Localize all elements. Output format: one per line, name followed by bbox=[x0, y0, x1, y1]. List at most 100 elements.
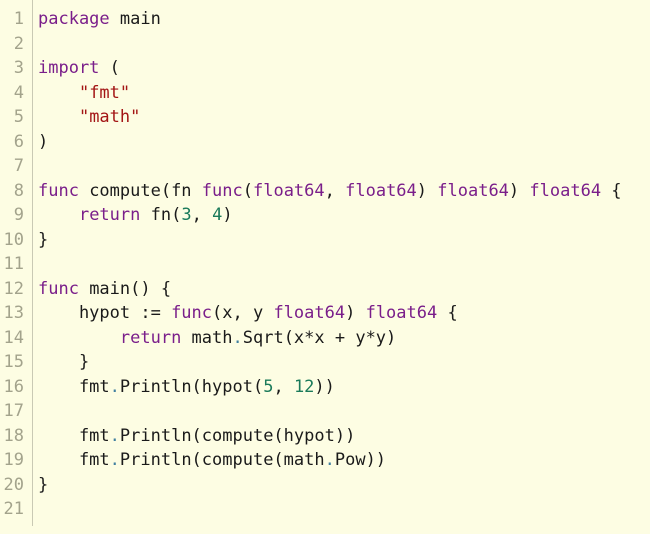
line-number: 5 bbox=[13, 107, 24, 127]
code-token: . bbox=[109, 376, 120, 397]
code-token: . bbox=[324, 450, 335, 470]
line-code: } bbox=[38, 350, 89, 375]
code-line[interactable]: 9 return fn(3, 4) bbox=[0, 203, 650, 228]
code-token: . bbox=[232, 327, 243, 348]
code-token: } bbox=[38, 474, 49, 495]
line-number: 14 bbox=[3, 327, 24, 348]
line-number: 3 bbox=[13, 58, 24, 78]
code-token: float64 bbox=[273, 303, 346, 323]
code-line[interactable]: 21 bbox=[0, 497, 650, 522]
code-token: Println(compute(math bbox=[119, 450, 325, 470]
code-token: float64 bbox=[437, 180, 509, 201]
code-token: Println(hypot( bbox=[119, 376, 264, 397]
code-token: (x, y bbox=[212, 303, 274, 323]
code-token: func bbox=[38, 180, 79, 201]
code-line[interactable]: 1 package main bbox=[0, 7, 650, 32]
gutter-divider bbox=[32, 0, 33, 526]
line-code: return fn(3, 4) bbox=[38, 203, 233, 228]
code-token: . bbox=[109, 425, 120, 446]
code-token: main() { bbox=[78, 278, 172, 299]
code-token: Pow)) bbox=[334, 450, 387, 470]
line-code: fmt.Println(hypot(5, 12)) bbox=[38, 375, 335, 400]
code-token: ( bbox=[242, 180, 253, 201]
line-number: 9 bbox=[13, 205, 24, 225]
code-token: import bbox=[38, 58, 100, 78]
code-token: , bbox=[191, 205, 213, 225]
code-token: { bbox=[437, 303, 458, 323]
code-token: 3 bbox=[181, 205, 192, 225]
line-code: } bbox=[38, 473, 48, 498]
code-line[interactable]: 2 bbox=[0, 32, 650, 57]
code-line[interactable]: 11 bbox=[0, 252, 650, 277]
code-line[interactable]: 14 return math.Sqrt(x*x + y*y) bbox=[0, 326, 650, 351]
code-token: float64 bbox=[345, 180, 417, 201]
code-token bbox=[38, 205, 79, 225]
code-token: ) bbox=[416, 180, 438, 201]
code-token: . bbox=[109, 450, 120, 470]
code-token: fn( bbox=[140, 205, 182, 225]
code-token: , bbox=[273, 376, 294, 397]
line-code: package main bbox=[38, 7, 161, 32]
code-token: Sqrt(x*x + y*y) bbox=[242, 327, 397, 348]
code-token: compute(fn bbox=[78, 180, 202, 201]
code-line[interactable]: 16 fmt.Println(hypot(5, 12)) bbox=[0, 375, 650, 400]
code-token: float64 bbox=[529, 180, 602, 201]
code-token: fmt bbox=[38, 376, 110, 397]
code-line[interactable]: 13 hypot := func(x, y float64) float64 { bbox=[0, 301, 650, 326]
line-number: 19 bbox=[3, 450, 24, 470]
code-token: 5 bbox=[263, 376, 274, 397]
line-code: hypot := func(x, y float64) float64 { bbox=[38, 301, 458, 326]
line-code: import ( bbox=[38, 56, 120, 81]
code-line[interactable]: 17 bbox=[0, 399, 650, 424]
code-token: "math" bbox=[78, 107, 141, 127]
code-line[interactable]: 7 bbox=[0, 154, 650, 179]
code-line[interactable]: 10} bbox=[0, 228, 650, 253]
line-number: 7 bbox=[13, 156, 24, 176]
code-token: func bbox=[38, 278, 79, 299]
line-number: 18 bbox=[3, 425, 24, 446]
code-token: package bbox=[38, 9, 110, 29]
line-code: "fmt" bbox=[38, 81, 130, 106]
code-line[interactable]: 20} bbox=[0, 473, 650, 498]
code-token: float64 bbox=[365, 303, 438, 323]
line-code: ) bbox=[38, 130, 48, 155]
code-line[interactable]: 3 import ( bbox=[0, 56, 650, 81]
line-number: 1 bbox=[13, 9, 24, 29]
code-line[interactable]: 19 fmt.Println(compute(math.Pow)) bbox=[0, 448, 650, 473]
line-number: 17 bbox=[3, 401, 24, 421]
line-number: 20 bbox=[3, 474, 24, 495]
code-token bbox=[38, 83, 79, 103]
code-token: ) bbox=[222, 205, 233, 225]
code-token: ) bbox=[38, 131, 49, 152]
code-line[interactable]: 4 "fmt" bbox=[0, 81, 650, 106]
line-code: func main() { bbox=[38, 277, 171, 302]
code-line[interactable]: 18 fmt.Println(compute(hypot)) bbox=[0, 424, 650, 449]
code-token: func bbox=[171, 303, 213, 323]
code-token: } bbox=[38, 352, 90, 372]
line-number: 13 bbox=[3, 303, 24, 323]
code-token: hypot := bbox=[38, 303, 172, 323]
code-token: return bbox=[78, 205, 141, 225]
code-token: return bbox=[119, 327, 182, 348]
code-token bbox=[38, 328, 120, 348]
line-code: fmt.Println(compute(math.Pow)) bbox=[38, 448, 386, 473]
line-number: 10 bbox=[3, 229, 24, 250]
line-number: 15 bbox=[3, 352, 24, 372]
code-token: ) bbox=[508, 180, 530, 201]
line-number: 11 bbox=[3, 254, 24, 274]
code-token: , bbox=[324, 180, 346, 201]
line-code: func compute(fn func(float64, float64) f… bbox=[38, 179, 622, 204]
line-number: 16 bbox=[3, 376, 24, 397]
code-line[interactable]: 15 } bbox=[0, 350, 650, 375]
line-code: fmt.Println(compute(hypot)) bbox=[38, 424, 355, 449]
code-line[interactable]: 6) bbox=[0, 130, 650, 155]
line-number: 8 bbox=[13, 180, 24, 201]
code-token: } bbox=[38, 229, 49, 250]
code-token: math bbox=[181, 327, 233, 348]
code-token: func bbox=[201, 180, 243, 201]
code-line[interactable]: 5 "math" bbox=[0, 105, 650, 130]
